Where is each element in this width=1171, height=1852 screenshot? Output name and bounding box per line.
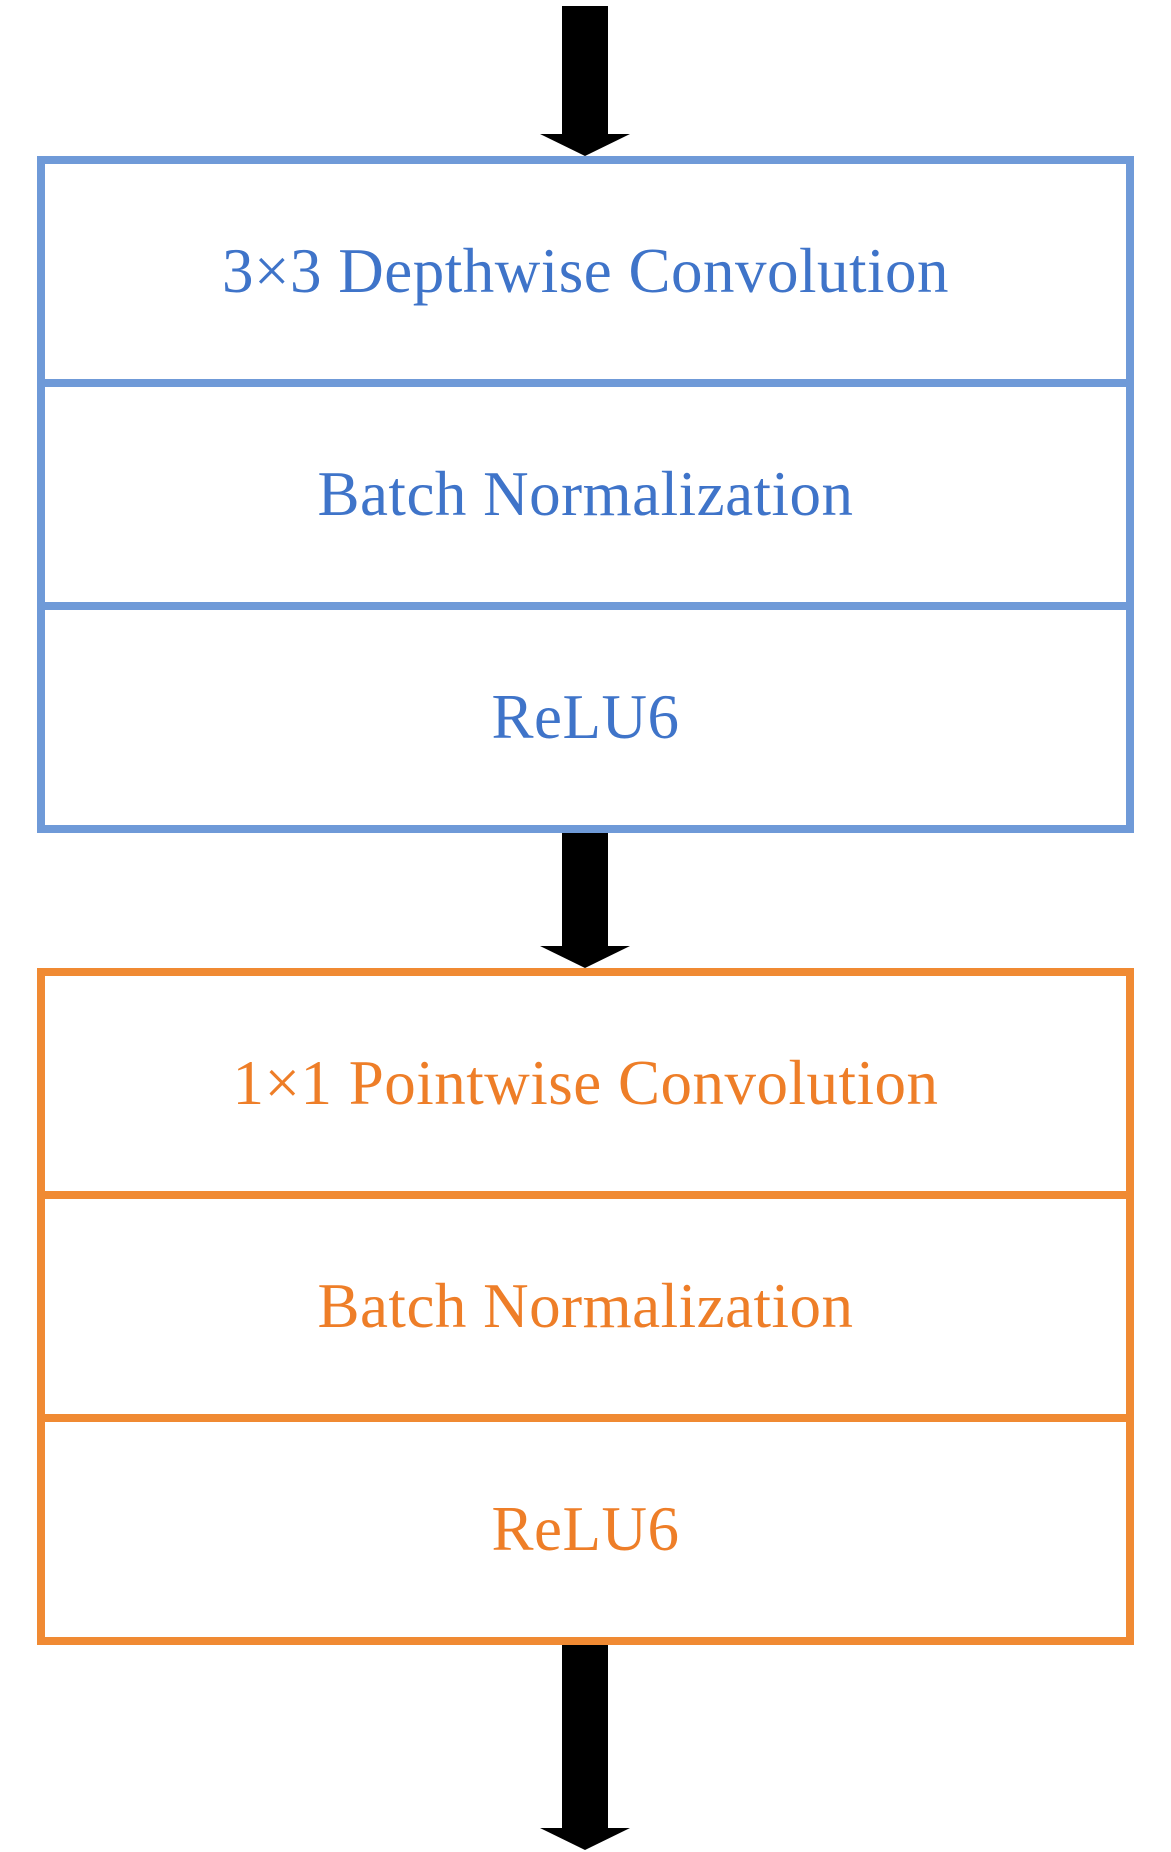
depthwise-relu6-layer: ReLU6 [45, 602, 1126, 825]
output-arrow [0, 1645, 1171, 1852]
pointwise-conv-layer: 1×1 Pointwise Convolution [232, 1048, 939, 1118]
input-arrow [0, 6, 1171, 156]
pointwise-relu6-layer: ReLU6 [45, 1414, 1126, 1637]
arrow-down-icon [540, 1645, 630, 1850]
depthwise-block: 3×3 Depthwise Convolution Batch Normaliz… [37, 156, 1134, 833]
depthwise-batch-norm-layer: Batch Normalization [45, 379, 1126, 602]
pointwise-block: 1×1 Pointwise Convolution Batch Normaliz… [37, 968, 1134, 1645]
arrow-down-icon [540, 833, 630, 968]
depthwise-conv-layer: 3×3 Depthwise Convolution [221, 236, 949, 306]
arrow-down-icon [540, 6, 630, 156]
pointwise-batch-norm-layer: Batch Normalization [45, 1191, 1126, 1414]
connector-arrow [0, 833, 1171, 968]
